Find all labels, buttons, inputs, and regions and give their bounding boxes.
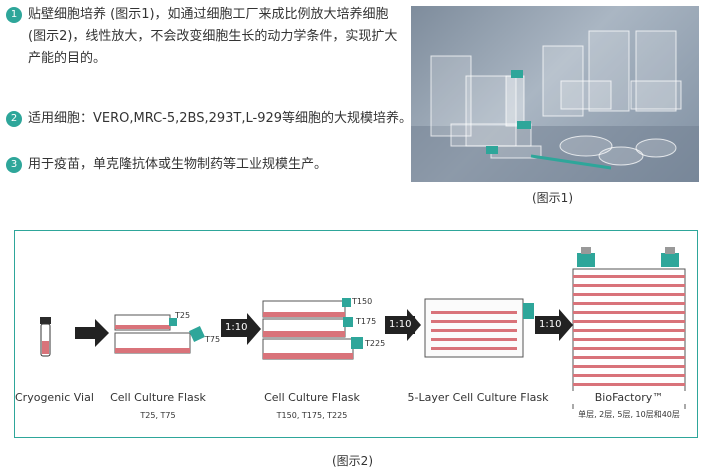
flask-tag: T150 bbox=[352, 297, 373, 306]
scale-up-diagram: 1:10 1:10 1:10 T25 T75 T150 T175 T225 Cr… bbox=[14, 230, 698, 438]
flask-tag: T225 bbox=[365, 339, 386, 348]
five-layer-flask-icon bbox=[424, 298, 534, 358]
flask-t75-icon bbox=[114, 326, 205, 354]
flask-t150-icon bbox=[262, 298, 351, 318]
ratio-label: 1:10 bbox=[385, 316, 416, 334]
ratio-label: 1:10 bbox=[535, 316, 566, 334]
scale-up-graphic bbox=[40, 247, 686, 420]
bullet-3: 3 用于疫苗，单克隆抗体或生物制药等工业规模生产。 bbox=[6, 154, 408, 176]
stage-label: Cell Culture Flask bbox=[264, 391, 360, 404]
flask-tag: T175 bbox=[356, 317, 377, 326]
bullet-number: 1 bbox=[6, 7, 22, 23]
bullet-text: 用于疫苗，单克隆抗体或生物制药等工业规模生产。 bbox=[28, 157, 328, 172]
lab-plastics-photo bbox=[411, 6, 699, 182]
figure2-caption: (图示2) bbox=[332, 454, 373, 468]
bullet-number: 3 bbox=[6, 157, 22, 173]
stage-label: Cryogenic Vial bbox=[15, 391, 94, 404]
photo-illustration bbox=[411, 30, 699, 182]
stage-sublabel: T25, T75 bbox=[140, 411, 176, 420]
stage-sublabel: 单层, 2层, 5层, 10层和40层 bbox=[569, 409, 689, 420]
flask-t225-icon bbox=[262, 337, 363, 360]
bullet-text: 适用细胞：VERO,MRC-5,2BS,293T,L-929等细胞的大规模培养。 bbox=[28, 111, 413, 126]
cryogenic-vial-icon bbox=[40, 317, 51, 357]
stage-label: Cell Culture Flask bbox=[110, 391, 206, 404]
arrow-right-icon bbox=[75, 319, 109, 347]
flask-tag: T25 bbox=[175, 311, 191, 320]
flask-t175-icon bbox=[262, 317, 353, 338]
flask-t25-icon bbox=[114, 314, 177, 331]
stage-sublabel: T150, T175, T225 bbox=[276, 411, 348, 420]
stage-label: BioFactory™ bbox=[569, 391, 689, 404]
stage-label: 5-Layer Cell Culture Flask bbox=[407, 391, 549, 404]
bullet-1: 1 贴壁细胞培养 (图示1)，如通过细胞工厂来成比例放大培养细胞 (图示2)，线… bbox=[6, 4, 408, 70]
bullet-text: 贴壁细胞培养 (图示1)，如通过细胞工厂来成比例放大培养细胞 (图示2)，线性放… bbox=[28, 7, 398, 66]
bullet-number: 2 bbox=[6, 111, 22, 127]
bullet-2: 2 适用细胞：VERO,MRC-5,2BS,293T,L-929等细胞的大规模培… bbox=[6, 108, 418, 130]
ratio-label: 1:10 bbox=[221, 319, 252, 337]
figure1-caption: (图示1) bbox=[532, 191, 573, 205]
flask-tag: T75 bbox=[205, 335, 221, 344]
